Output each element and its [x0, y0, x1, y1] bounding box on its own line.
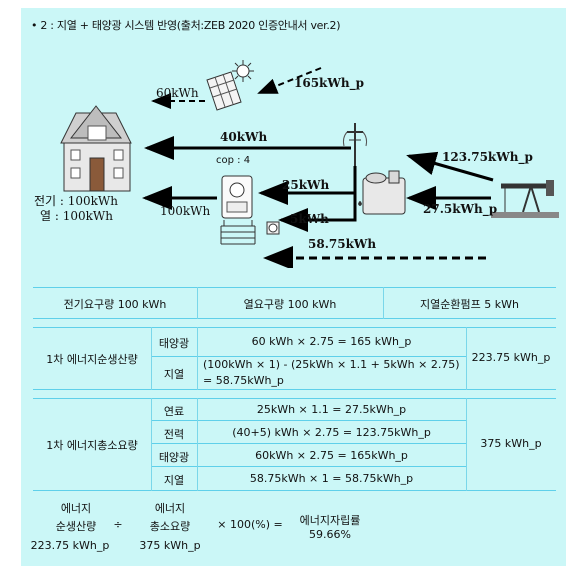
- row-formula: = 58.75kWh_p: [203, 374, 284, 387]
- geo-in-label: 58.75kWh: [308, 237, 377, 251]
- net-production-total: 223.75 kWh_p: [471, 351, 551, 364]
- result-value: 59.66%: [309, 528, 351, 541]
- row-formula: 58.75kWh × 1 = 58.75kWh_p: [249, 472, 414, 485]
- row-name: 태양광: [158, 337, 190, 350]
- gas-plant-icon: [358, 170, 406, 215]
- divider: [151, 420, 466, 421]
- energy-flow-diagram: [60, 60, 559, 268]
- multiply-label: × 100(%) =: [217, 518, 283, 531]
- divider: [33, 389, 556, 390]
- numerator-value: 223.75 kWh_p: [30, 539, 110, 552]
- divider: [33, 318, 556, 319]
- divider: [151, 398, 152, 491]
- elec-demand: 전기요구량 100 kWh: [63, 298, 167, 311]
- row-formula: 25kWh × 1.1 = 27.5kWh_p: [256, 403, 407, 416]
- heatpump-elec-label: 25kWh: [282, 178, 330, 192]
- figure-caption: • 2 : 지열 + 태양광 시스템 반영(출처:ZEB 2020 인증안내서 …: [31, 19, 341, 32]
- result-label: 에너지자립률: [299, 514, 361, 527]
- row-formula: 60 kWh × 2.75 = 165 kWh_p: [251, 335, 412, 348]
- cop-label: cop : 4: [216, 155, 251, 166]
- net-production-label: 1차 에너지순생산량: [46, 353, 138, 366]
- pump-elec-label: 5kWh: [290, 212, 329, 226]
- divider: [151, 327, 152, 390]
- divider: [33, 490, 556, 491]
- house-heat-label: 열 : 100kWh: [40, 209, 113, 223]
- total-consumption-label: 1차 에너지총소요량: [46, 439, 138, 452]
- solar-out-label: 60kWh: [156, 86, 199, 100]
- row-name: 전력: [163, 428, 185, 441]
- divider: [33, 327, 556, 328]
- solar-in-arrow: [257, 67, 322, 94]
- row-name: 태양광: [158, 451, 190, 464]
- divider: [383, 287, 384, 319]
- grid-in-arrow: [406, 151, 494, 182]
- divider: [151, 466, 466, 467]
- numerator-label1: 에너지: [60, 502, 92, 515]
- divider: [33, 398, 556, 399]
- divider: [33, 287, 556, 288]
- divider: [151, 443, 466, 444]
- divider: [466, 398, 467, 491]
- heat-out-label: 100kWh: [160, 204, 211, 218]
- divide-sign: ÷: [113, 518, 123, 531]
- numerator-label2: 순생산량: [55, 520, 97, 533]
- solar-panel-icon: [206, 71, 242, 111]
- divider: [197, 287, 198, 319]
- house-elec-label: 전기 : 100kWh: [34, 194, 118, 208]
- fuel-in-label: 27.5kWh_p: [423, 202, 498, 216]
- pump-demand: 지열순환펌프 5 kWh: [420, 298, 519, 311]
- denominator-label1: 에너지: [154, 502, 186, 515]
- heat-demand: 열요구량 100 kWh: [243, 298, 337, 311]
- total-consumption-total: 375 kWh_p: [480, 437, 542, 450]
- grid-in-label: 123.75kWh_p: [442, 150, 533, 164]
- circulation-pump-icon: [266, 221, 280, 235]
- solar-in-label: 165kWh_p: [294, 76, 364, 90]
- row-formula: 60kWh × 2.75 = 165kWh_p: [255, 449, 408, 462]
- row-name: 지열: [163, 474, 185, 487]
- denominator-value: 375 kWh_p: [139, 539, 201, 552]
- divider: [197, 327, 198, 390]
- divider: [197, 398, 198, 491]
- row-name: 지열: [163, 368, 185, 381]
- row-formula: (100kWh × 1) - (25kWh × 1.1 + 5kWh × 2.7…: [203, 358, 460, 371]
- row-name: 연료: [163, 405, 185, 418]
- grid-to-pump: [278, 193, 357, 232]
- grid-out-label: 40kWh: [220, 130, 268, 144]
- denominator-label2: 총소요량: [149, 520, 191, 533]
- house-icon: [60, 105, 132, 192]
- oil-pump-icon: [491, 180, 559, 218]
- divider: [466, 327, 467, 390]
- row-formula: (40+5) kWh × 2.75 = 123.75kWh_p: [232, 426, 431, 439]
- heat-pump-icon: [220, 175, 256, 245]
- divider: [151, 356, 466, 357]
- sun-icon: [232, 60, 254, 82]
- utility-pole-icon: [342, 123, 368, 166]
